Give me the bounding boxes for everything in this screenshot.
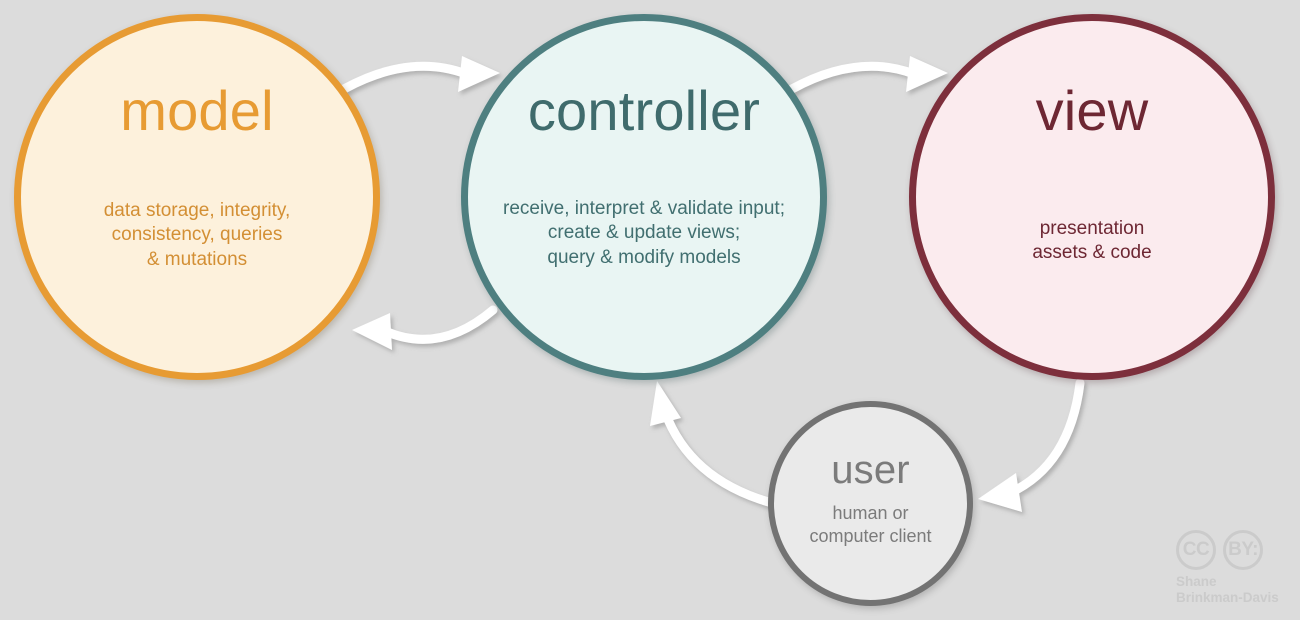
arrow-user-to-controller: [650, 381, 777, 508]
node-controller-description: receive, interpret & validate input; cre…: [503, 198, 785, 268]
node-user-description: human or computer client: [809, 503, 932, 547]
cc-license-marks: CC BY:: [1176, 530, 1292, 570]
arrow-controller-to-model: [352, 305, 498, 350]
cc-by-icon: BY:: [1223, 530, 1263, 570]
node-controller-title: controller: [527, 79, 761, 142]
author-credit: Shane Brinkman-Davis: [1176, 574, 1279, 605]
node-model-title: model: [120, 79, 274, 142]
node-model[interactable]: model data storage, integrity, consisten…: [14, 14, 380, 380]
arrow-model-to-controller: [339, 56, 500, 94]
node-controller[interactable]: controller receive, interpret & validate…: [461, 14, 827, 380]
node-user-title: user: [831, 448, 910, 492]
creative-commons-badge: CC BY: Shane Brinkman-Davis: [1176, 530, 1292, 610]
arrow-controller-to-view: [787, 56, 948, 94]
node-user[interactable]: user human or computer client: [768, 401, 973, 606]
node-view-title: view: [1035, 79, 1149, 142]
node-model-description: data storage, integrity, consistency, qu…: [103, 200, 291, 270]
cc-icon: CC: [1176, 530, 1216, 570]
node-view[interactable]: view presentation assets & code: [909, 14, 1275, 380]
node-view-description: presentation assets & code: [1032, 218, 1152, 264]
arrow-view-to-user: [978, 378, 1085, 512]
